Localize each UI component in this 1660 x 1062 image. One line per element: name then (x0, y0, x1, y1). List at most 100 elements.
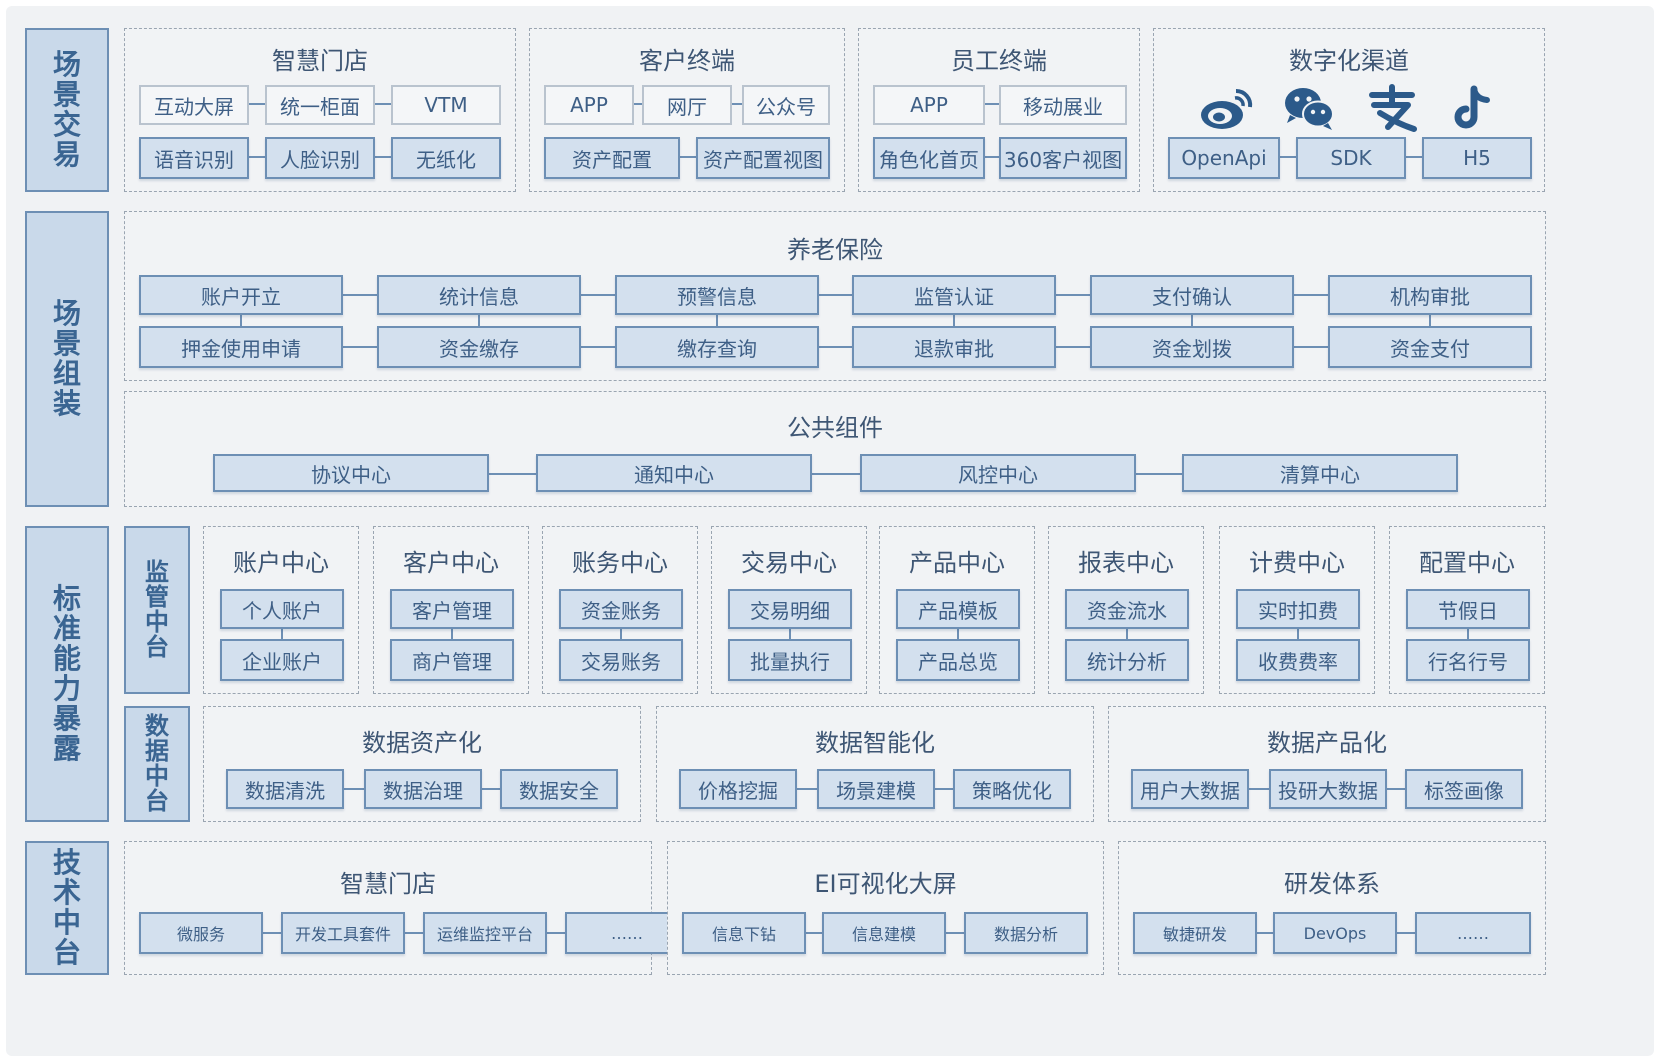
side-label-tech-platform: 技术中台 (25, 841, 109, 975)
data-item-box[interactable]: 数据治理 (364, 769, 482, 809)
item-box[interactable]: 网厅 (642, 85, 732, 125)
panel-smart-store: 智慧门店 互动大屏 统一柜面 VTM 语音识别 人脸识别 无纸化 (124, 28, 516, 192)
data-item-box[interactable]: 数据安全 (500, 769, 618, 809)
tech-item-box[interactable]: 信息建模 (822, 912, 946, 954)
alipay-icon (1369, 84, 1417, 132)
weibo-icon (1201, 88, 1253, 129)
pension-item-box[interactable]: 监管认证 (852, 275, 1056, 315)
tech-item-box[interactable]: 敏捷研发 (1133, 912, 1257, 954)
center-item-box[interactable]: 个人账户 (220, 589, 344, 629)
center-item-box[interactable]: 行名行号 (1406, 639, 1530, 681)
data-item-box[interactable]: 数据清洗 (226, 769, 344, 809)
center-item-box[interactable]: 交易明细 (728, 589, 852, 629)
center-item-box[interactable]: 节假日 (1406, 589, 1530, 629)
panel-title: 计费中心 (1249, 549, 1345, 577)
item-box[interactable]: 公众号 (742, 85, 830, 125)
panel-center: 报表中心资金流水统计分析 (1048, 526, 1204, 694)
component-box[interactable]: 通知中心 (536, 454, 812, 492)
panel-title: 产品中心 (909, 549, 1005, 577)
item-box[interactable]: OpenApi (1168, 137, 1280, 179)
panel-tech-group: 研发体系敏捷研发 DevOps …… (1118, 841, 1546, 975)
wechat-icon (1285, 88, 1334, 130)
center-item-box[interactable]: 统计分析 (1065, 639, 1189, 681)
center-item-box[interactable]: 产品总览 (896, 639, 1020, 681)
side-label-text: 标准能力暴露 (52, 582, 81, 765)
item-box[interactable]: 移动展业 (999, 85, 1127, 125)
item-box[interactable]: 人脸识别 (265, 137, 375, 179)
item-box[interactable]: H5 (1422, 137, 1532, 179)
data-item-box[interactable]: 场景建模 (817, 769, 935, 809)
side-label-text: 场景组装 (52, 297, 81, 420)
item-box[interactable]: APP (873, 85, 985, 125)
center-item-box[interactable]: 交易账务 (559, 639, 683, 681)
center-item-box[interactable]: 资金流水 (1065, 589, 1189, 629)
panel-title: 智慧门店 (340, 870, 436, 898)
pension-item-box[interactable]: 统计信息 (377, 275, 581, 315)
pension-item-box[interactable]: 押金使用申请 (139, 326, 343, 368)
item-box[interactable]: 互动大屏 (139, 85, 249, 125)
panel-title: 数据智能化 (815, 729, 935, 757)
panel-title: 数据资产化 (362, 729, 482, 757)
panel-title: 员工终端 (951, 47, 1047, 75)
panel-title: 报表中心 (1078, 549, 1174, 577)
center-item-box[interactable]: 资金账务 (559, 589, 683, 629)
panel-tech-group: EI可视化大屏信息下钻信息建模数据分析 (667, 841, 1104, 975)
data-item-box[interactable]: 策略优化 (953, 769, 1071, 809)
pension-item-box[interactable]: 退款审批 (852, 326, 1056, 368)
item-box[interactable]: 无纸化 (391, 137, 501, 179)
panel-center: 计费中心实时扣费收费费率 (1219, 526, 1375, 694)
panel-title: 研发体系 (1284, 870, 1380, 898)
panel-digital-channels: 数字化渠道 OpenApi SDK H5 (1153, 28, 1545, 192)
pension-item-box[interactable]: 资金缴存 (377, 326, 581, 368)
panel-common-components: 公共组件 协议中心 通知中心 风控中心 清算中心 (124, 391, 1546, 507)
pension-item-box[interactable]: 缴存查询 (615, 326, 819, 368)
center-item-box[interactable]: 批量执行 (728, 639, 852, 681)
item-box[interactable]: 统一柜面 (265, 85, 375, 125)
tech-item-box[interactable]: 运维监控平台 (423, 912, 547, 954)
tech-item-box[interactable]: 开发工具套件 (281, 912, 405, 954)
data-item-box[interactable]: 价格挖掘 (679, 769, 797, 809)
pension-item-box[interactable]: 预警信息 (615, 275, 819, 315)
data-item-box[interactable]: 投研大数据 (1269, 769, 1387, 809)
panel-title: EI可视化大屏 (814, 870, 957, 898)
center-item-box[interactable]: 商户管理 (390, 639, 514, 681)
pension-item-box[interactable]: 支付确认 (1090, 275, 1294, 315)
pension-item-box[interactable]: 资金支付 (1328, 326, 1532, 368)
item-box[interactable]: 资产配置视图 (696, 137, 830, 179)
item-box[interactable]: 360客户视图 (999, 137, 1127, 179)
component-box[interactable]: 风控中心 (860, 454, 1136, 492)
pension-item-box[interactable]: 机构审批 (1328, 275, 1532, 315)
center-item-box[interactable]: 产品模板 (896, 589, 1020, 629)
side-label-text: 场景交易 (52, 48, 81, 171)
tech-item-box[interactable]: 数据分析 (964, 912, 1088, 954)
panel-title: 数据产品化 (1267, 729, 1387, 757)
panel-title: 配置中心 (1419, 549, 1515, 577)
panel-data-group: 数据资产化数据清洗数据治理数据安全 (203, 706, 641, 822)
item-box[interactable]: SDK (1296, 137, 1406, 179)
tech-item-box[interactable]: …… (1415, 912, 1531, 954)
item-box[interactable]: VTM (391, 85, 501, 125)
panel-pension: 养老保险 账户开立押金使用申请统计信息资金缴存预警信息缴存查询监管认证退款审批支… (124, 211, 1546, 381)
tech-item-box[interactable]: 信息下钻 (682, 912, 806, 954)
panel-title: 账户中心 (233, 549, 329, 577)
panel-customer-terminal: 客户终端 APP 网厅 公众号 资产配置 资产配置视图 (529, 28, 845, 192)
item-box[interactable]: 角色化首页 (873, 137, 985, 179)
pension-item-box[interactable]: 资金划拨 (1090, 326, 1294, 368)
panel-tech-group: 智慧门店微服务开发工具套件运维监控平台…… (124, 841, 689, 975)
center-item-box[interactable]: 收费费率 (1236, 639, 1360, 681)
center-item-box[interactable]: 企业账户 (220, 639, 344, 681)
item-box[interactable]: 语音识别 (139, 137, 249, 179)
tech-item-box[interactable]: DevOps (1273, 912, 1397, 954)
center-item-box[interactable]: 客户管理 (390, 589, 514, 629)
component-box[interactable]: 清算中心 (1182, 454, 1458, 492)
pension-item-box[interactable]: 账户开立 (139, 275, 343, 315)
item-box[interactable]: 资产配置 (544, 137, 680, 179)
data-item-box[interactable]: 标签画像 (1405, 769, 1523, 809)
component-box[interactable]: 协议中心 (213, 454, 489, 492)
data-item-box[interactable]: 用户大数据 (1131, 769, 1249, 809)
item-box[interactable]: APP (544, 85, 634, 125)
center-item-box[interactable]: 实时扣费 (1236, 589, 1360, 629)
side-label-text: 技术中台 (52, 846, 81, 969)
panel-center: 客户中心客户管理商户管理 (373, 526, 529, 694)
tech-item-box[interactable]: 微服务 (139, 912, 263, 954)
